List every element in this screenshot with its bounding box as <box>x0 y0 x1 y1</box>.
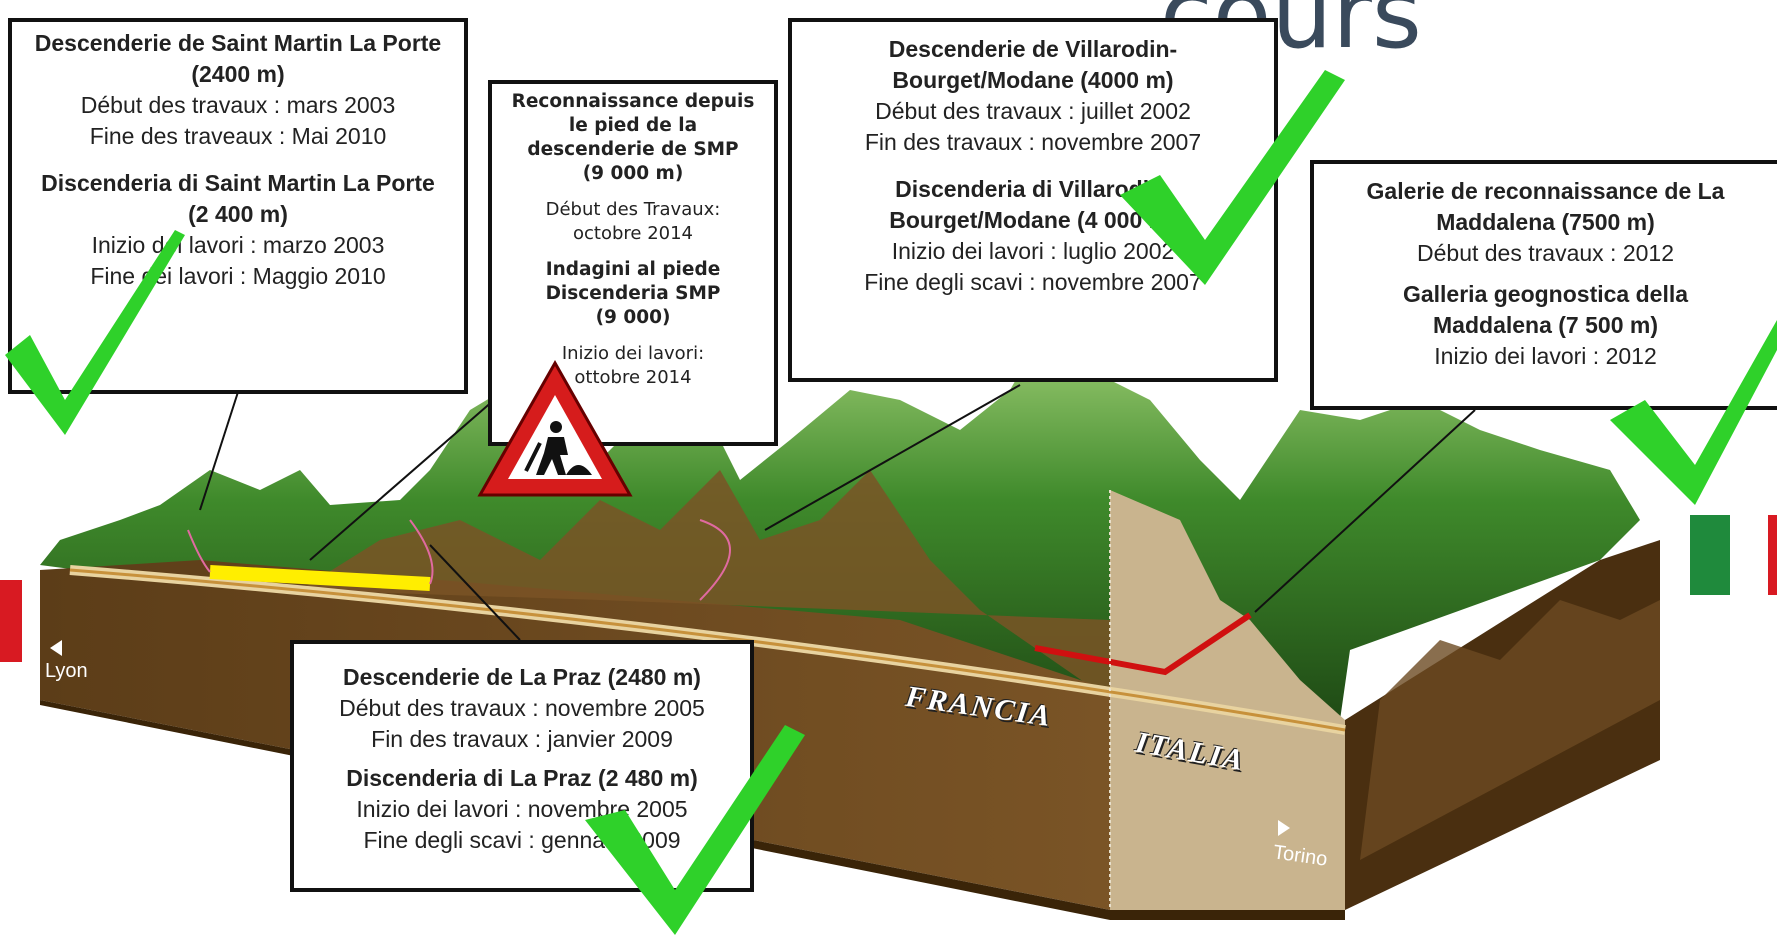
box-line: Début des travaux : juillet 2002 <box>875 98 1191 124</box>
box-saint-martin-la-porte: Descenderie de Saint Martin La Porte (24… <box>8 18 468 394</box>
box-line: Descenderie de Saint Martin La Porte <box>34 30 442 56</box>
tunnel-segment-maddalena <box>1034 612 1252 676</box>
box-line: descenderie de SMP <box>527 139 739 160</box>
roadwork-warning-icon <box>477 359 633 497</box>
box-line: (9 000 m) <box>582 163 684 184</box>
box-line: Début des travaux : mars 2003 <box>80 92 396 118</box>
box-line: Discenderia di Saint Martin La Porte <box>41 170 435 196</box>
box-line: ottobre 2014 <box>574 367 692 388</box>
box-line: Inizio dei lavori : luglio 2002 <box>891 238 1175 264</box>
box-line: Inizio dei lavori: <box>561 343 705 364</box>
box-line: Galleria geognostica della <box>1402 281 1689 307</box>
box-reconnaissance-smp: Reconnaissance depuis le pied de la desc… <box>488 80 778 446</box>
box-line: Bourget/Modane (4 000 m) <box>889 207 1177 233</box>
box-line: octobre 2014 <box>572 223 693 244</box>
checkmark-icon <box>5 230 185 435</box>
box-line: Reconnaissance depuis <box>511 91 755 112</box>
box-line: Inizio dei lavori : 2012 <box>1434 343 1657 369</box>
box-line: Fine des traveaux : Mai 2010 <box>89 123 387 149</box>
box-villarodin-bourget-modane: Descenderie de Villarodin- Bourget/Modan… <box>788 18 1278 382</box>
box-line: Maddalena (7 500 m) <box>1433 312 1658 338</box>
box-line: Début des travaux : 2012 <box>1417 240 1674 266</box>
italy-flag-red <box>1768 515 1777 595</box>
tunnel-segment-completed <box>209 565 431 591</box>
italy-flag-green <box>1690 515 1730 595</box>
box-line: Discenderia di La Praz (2 480 m) <box>346 765 698 791</box>
box-maddalena: Galerie de reconnaissance de La Maddalen… <box>1310 160 1777 410</box>
box-line: le pied de la <box>568 115 698 136</box>
box-line: Inizio dei lavori : novembre 2005 <box>356 796 688 822</box>
box-line: Fine degli scavi : novembre 2007 <box>864 269 1202 295</box>
label-lyon: Lyon <box>45 660 88 682</box>
france-flag-fragment <box>0 580 22 662</box>
checkmark-icon <box>585 725 805 935</box>
box-line: Fin des travaux : janvier 2009 <box>371 726 673 752</box>
checkmark-icon <box>1120 70 1345 285</box>
box-line: Début des Travaux: <box>545 199 721 220</box>
box-line: (9 000) <box>595 307 671 328</box>
box-line: Galerie de reconnaissance de La <box>1366 178 1725 204</box>
checkmark-icon <box>1610 320 1777 505</box>
box-line: Fine dei lavori : Maggio 2010 <box>90 263 386 289</box>
box-line: Descenderie de La Praz (2480 m) <box>343 664 701 690</box>
box-line: Début des travaux : novembre 2005 <box>339 695 705 721</box>
box-line: Maddalena (7500 m) <box>1436 209 1655 235</box>
box-line: Fin des travaux : novembre 2007 <box>864 129 1202 155</box>
box-line: Bourget/Modane (4000 m) <box>892 67 1174 93</box>
box-line: (2400 m) <box>191 61 285 87</box>
box-line: Descenderie de Villarodin- <box>888 36 1178 62</box>
box-line: Indagini al piede <box>545 259 721 280</box>
box-line: Discenderia SMP <box>545 283 721 304</box>
box-la-praz: Descenderie de La Praz (2480 m) Début de… <box>290 640 754 892</box>
box-line: (2 400 m) <box>188 201 288 227</box>
box-line: Inizio dei lavori : marzo 2003 <box>91 232 385 258</box>
